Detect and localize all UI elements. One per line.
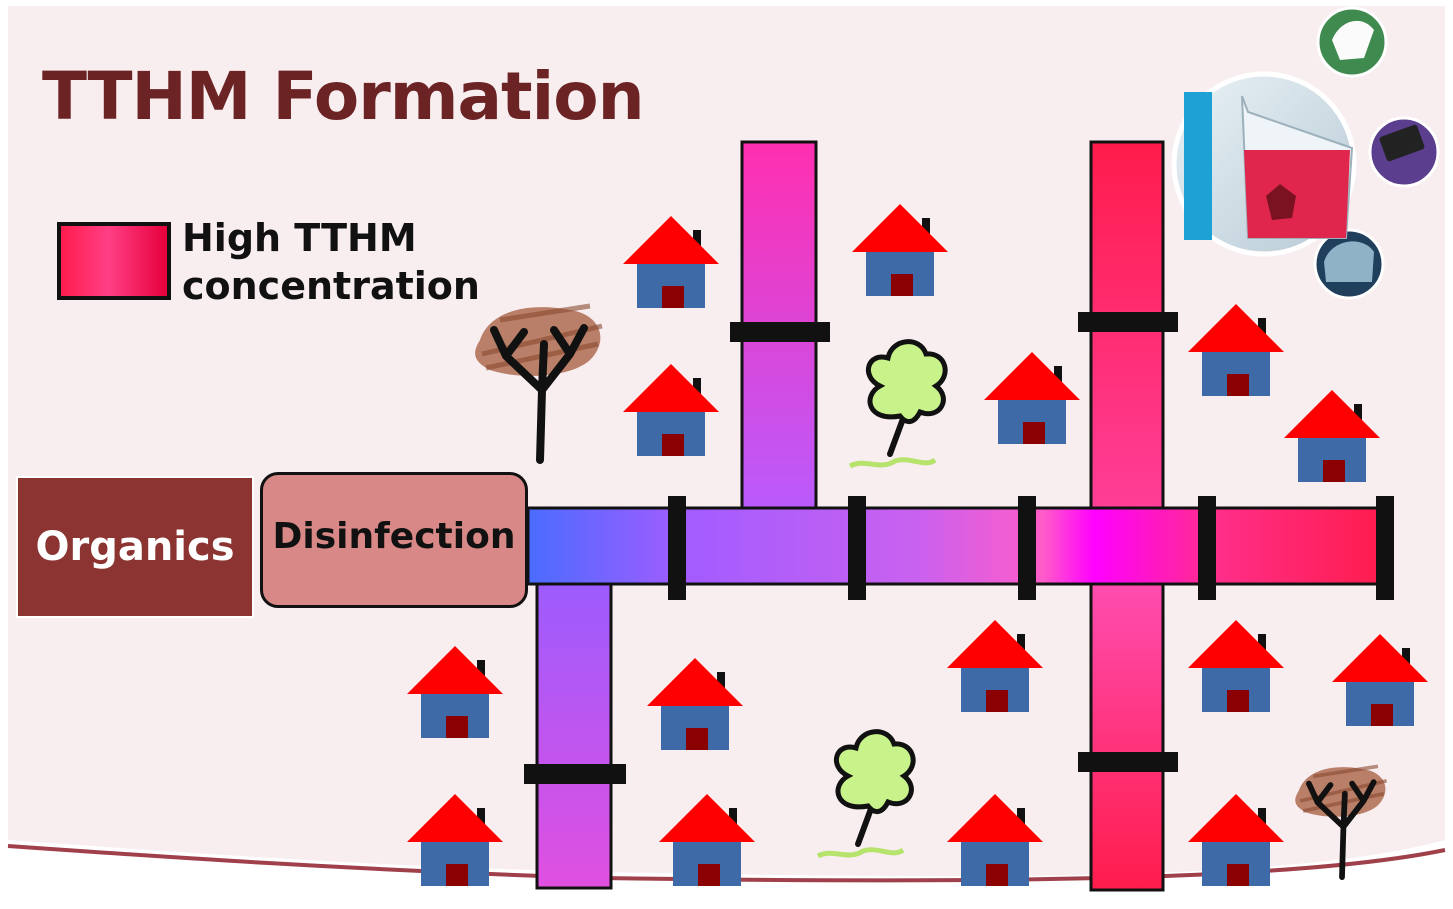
disinfection-label: Disinfection: [272, 515, 516, 557]
disinfection-box: Disinfection: [260, 472, 528, 608]
lab-photo-bubble: [1171, 6, 1440, 300]
legend-swatch: [57, 222, 171, 300]
slide-title: TTHM Formation: [42, 58, 645, 135]
legend-label: High TTHM concentration: [182, 216, 480, 308]
organics-box: Organics: [16, 476, 254, 618]
organics-label: Organics: [35, 524, 235, 570]
